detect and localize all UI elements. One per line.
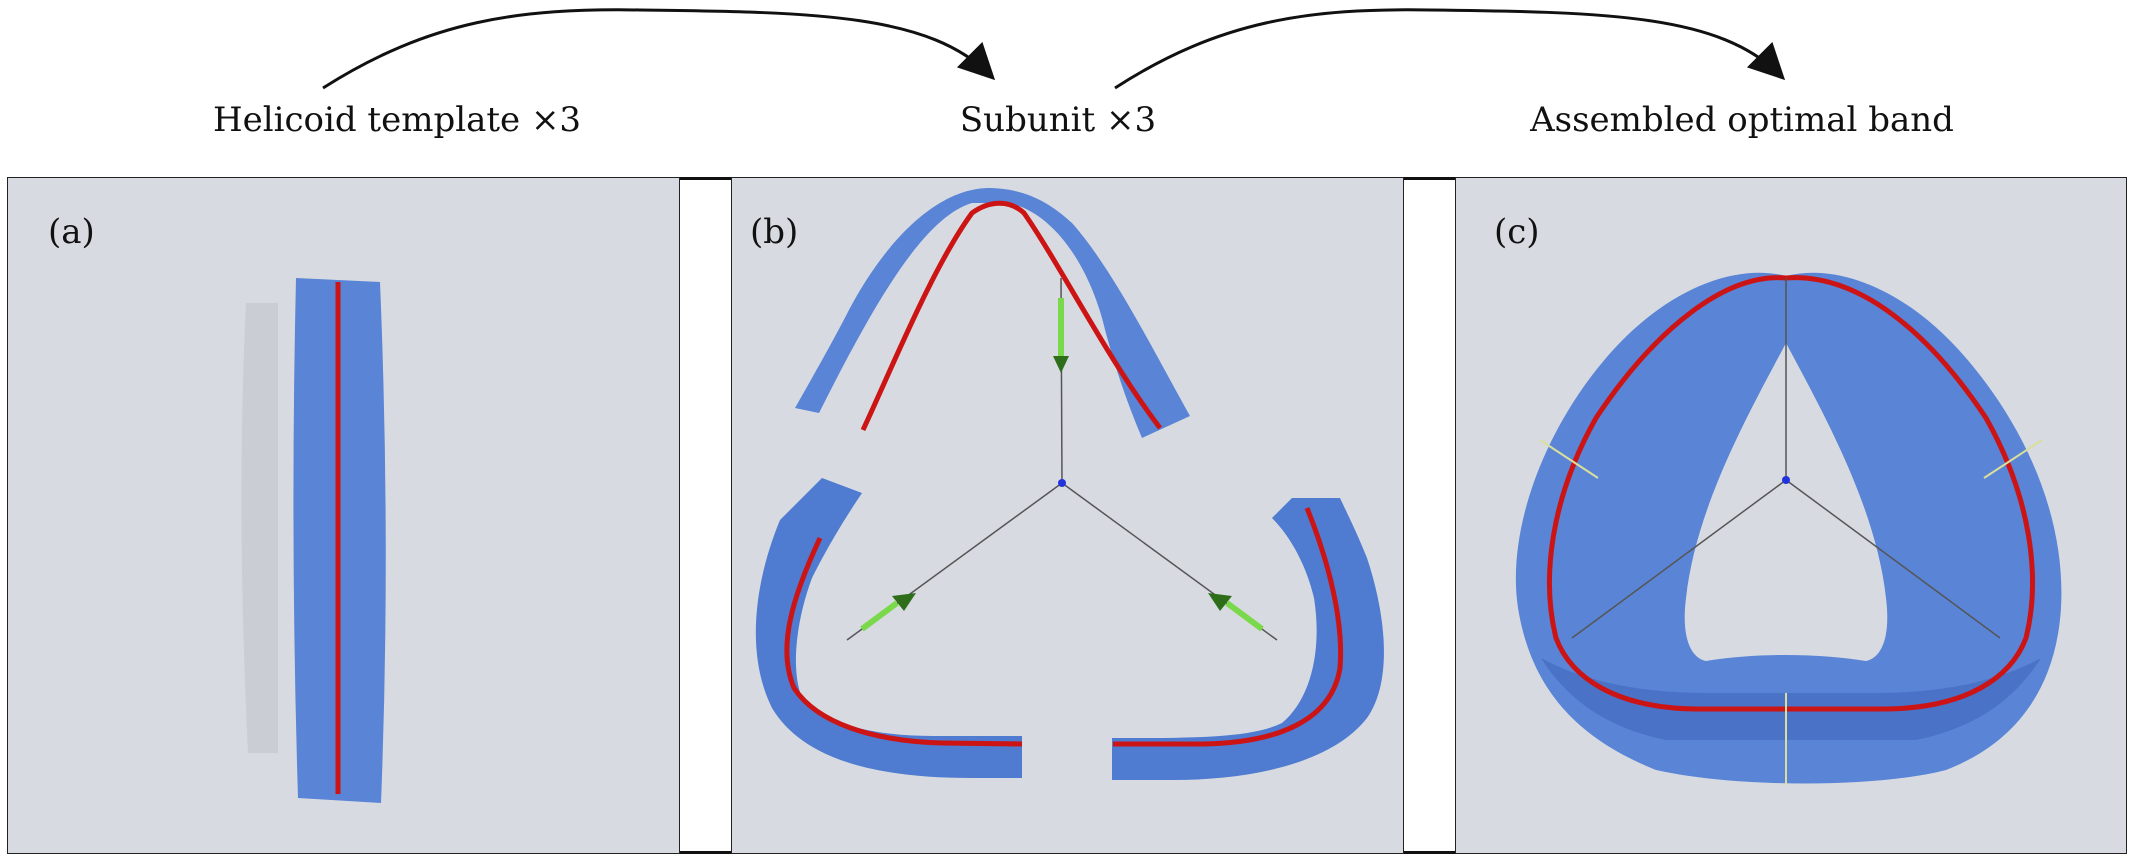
panel-label-b: (b) [750, 212, 799, 252]
center-point [1058, 479, 1066, 487]
subunit-left [755, 478, 1022, 778]
green-arrow-left [860, 600, 899, 632]
panel-b: (b) [731, 177, 1404, 854]
panel-label-c: (c) [1494, 212, 1540, 252]
shadow-a [241, 303, 278, 753]
seam-left [1539, 439, 1599, 479]
step-label-subunit: Subunit ×3 [959, 100, 1157, 140]
green-arrowhead-left [892, 593, 916, 611]
panel-c: (c) [1455, 177, 2127, 854]
transition-arrows [322, 8, 1786, 90]
subunit-top-centerline [860, 200, 1162, 432]
assembled-band-fold [1541, 658, 2041, 740]
green-arrowhead-right [1208, 593, 1232, 611]
assembled-centerline [1547, 275, 2035, 712]
arrow-b-to-c [1114, 8, 1786, 90]
subunit-left-centerline [784, 536, 1023, 747]
panel-a: (a) [7, 177, 680, 854]
green-arrow-right [1225, 600, 1264, 632]
subunit-top [795, 188, 1190, 438]
arrow-a-to-b [322, 8, 996, 90]
subunit-right [1112, 498, 1384, 780]
panel-label-a: (a) [48, 212, 95, 252]
assembled-band [1515, 272, 2062, 784]
subunit-right-centerline [1113, 507, 1344, 747]
step-label-assembled-band: Assembled optimal band [1530, 100, 1954, 140]
axis-left-c [1571, 479, 1787, 639]
seam-right [1983, 439, 2043, 479]
step-label-helicoid-template: Helicoid template ×3 [212, 100, 582, 140]
green-arrowhead-top [1053, 356, 1069, 373]
center-point-c [1782, 476, 1790, 484]
axis-right-c [1785, 479, 2001, 639]
